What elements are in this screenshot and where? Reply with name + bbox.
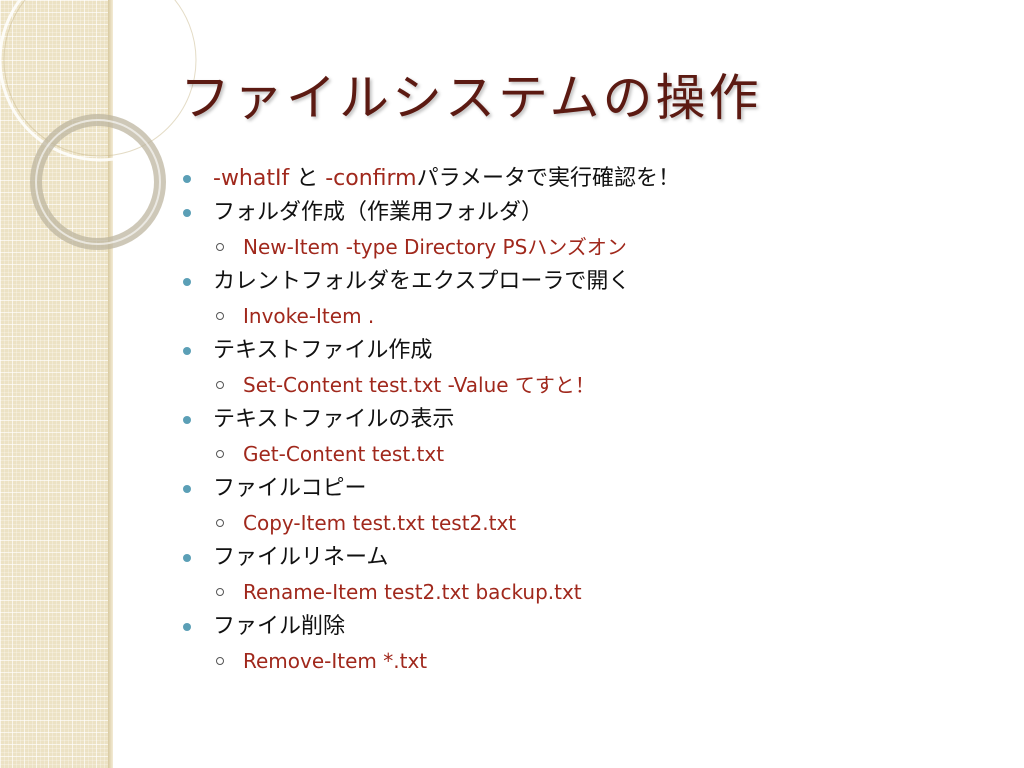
strip-edge [108, 0, 113, 768]
bullet-icon [183, 209, 191, 217]
page-title: ファイルシステムの操作 [180, 69, 762, 127]
item-label: パラメータで実行確認を！ [416, 166, 680, 191]
sub-list-item: Get-Content test.txt [183, 437, 1003, 472]
sub-bullet-icon [216, 450, 224, 458]
decorative-strip [0, 0, 112, 768]
sub-bullet-icon [216, 381, 224, 389]
item-label: テキストファイル作成 [213, 338, 433, 363]
confirm-param: -confirm [325, 166, 417, 191]
item-label: ファイルコピー [213, 476, 367, 501]
list-item: フォルダ作成（作業用フォルダ） [183, 196, 1003, 230]
item-label: ファイル削除 [213, 614, 346, 639]
item-label: テキストファイルの表示 [213, 407, 455, 432]
command-text: Copy-Item test.txt test2.txt [243, 511, 517, 535]
list-item: テキストファイルの表示 [183, 403, 1003, 437]
command-text: Set-Content test.txt -Value てすと！ [243, 373, 595, 397]
bullet-icon [183, 416, 191, 424]
sub-list-item: New-Item -type Directory PSハンズオン [183, 230, 1003, 265]
list-item: ファイルコピー [183, 472, 1003, 506]
command-text: Invoke-Item . [243, 304, 375, 328]
connector-text: と [289, 166, 326, 191]
sub-list-item: Invoke-Item . [183, 299, 1003, 334]
sub-list-item: Remove-Item *.txt [183, 644, 1003, 679]
item-label: カレントフォルダをエクスプローラで開く [213, 269, 631, 294]
decorative-rings [0, 0, 200, 250]
item-label: フォルダ作成（作業用フォルダ） [213, 200, 544, 225]
list-item: カレントフォルダをエクスプローラで開く [183, 265, 1003, 299]
command-text: Rename-Item test2.txt backup.txt [243, 580, 582, 604]
bullet-icon [183, 485, 191, 493]
sub-list-item: Rename-Item test2.txt backup.txt [183, 575, 1003, 610]
sub-bullet-icon [216, 312, 224, 320]
bullet-icon [183, 175, 191, 183]
command-text: Get-Content test.txt [243, 442, 445, 466]
sub-bullet-icon [216, 519, 224, 527]
bullet-list: -whatIf と -confirmパラメータで実行確認を！ フォルダ作成（作業… [183, 162, 1003, 679]
bullet-icon [183, 347, 191, 355]
command-text: Remove-Item *.txt [243, 649, 428, 673]
sub-bullet-icon [216, 657, 224, 665]
bullet-icon [183, 623, 191, 631]
list-item: -whatIf と -confirmパラメータで実行確認を！ [183, 162, 1003, 196]
whatif-param: -whatIf [213, 166, 290, 191]
sub-list-item: Set-Content test.txt -Value てすと！ [183, 368, 1003, 403]
item-label: ファイルリネーム [213, 545, 389, 570]
sub-bullet-icon [216, 588, 224, 596]
bullet-icon [183, 278, 191, 286]
list-item: ファイル削除 [183, 610, 1003, 644]
list-item: ファイルリネーム [183, 541, 1003, 575]
bullet-icon [183, 554, 191, 562]
command-text: New-Item -type Directory PSハンズオン [243, 235, 627, 259]
list-item: テキストファイル作成 [183, 334, 1003, 368]
sub-list-item: Copy-Item test.txt test2.txt [183, 506, 1003, 541]
sub-bullet-icon [216, 243, 224, 251]
